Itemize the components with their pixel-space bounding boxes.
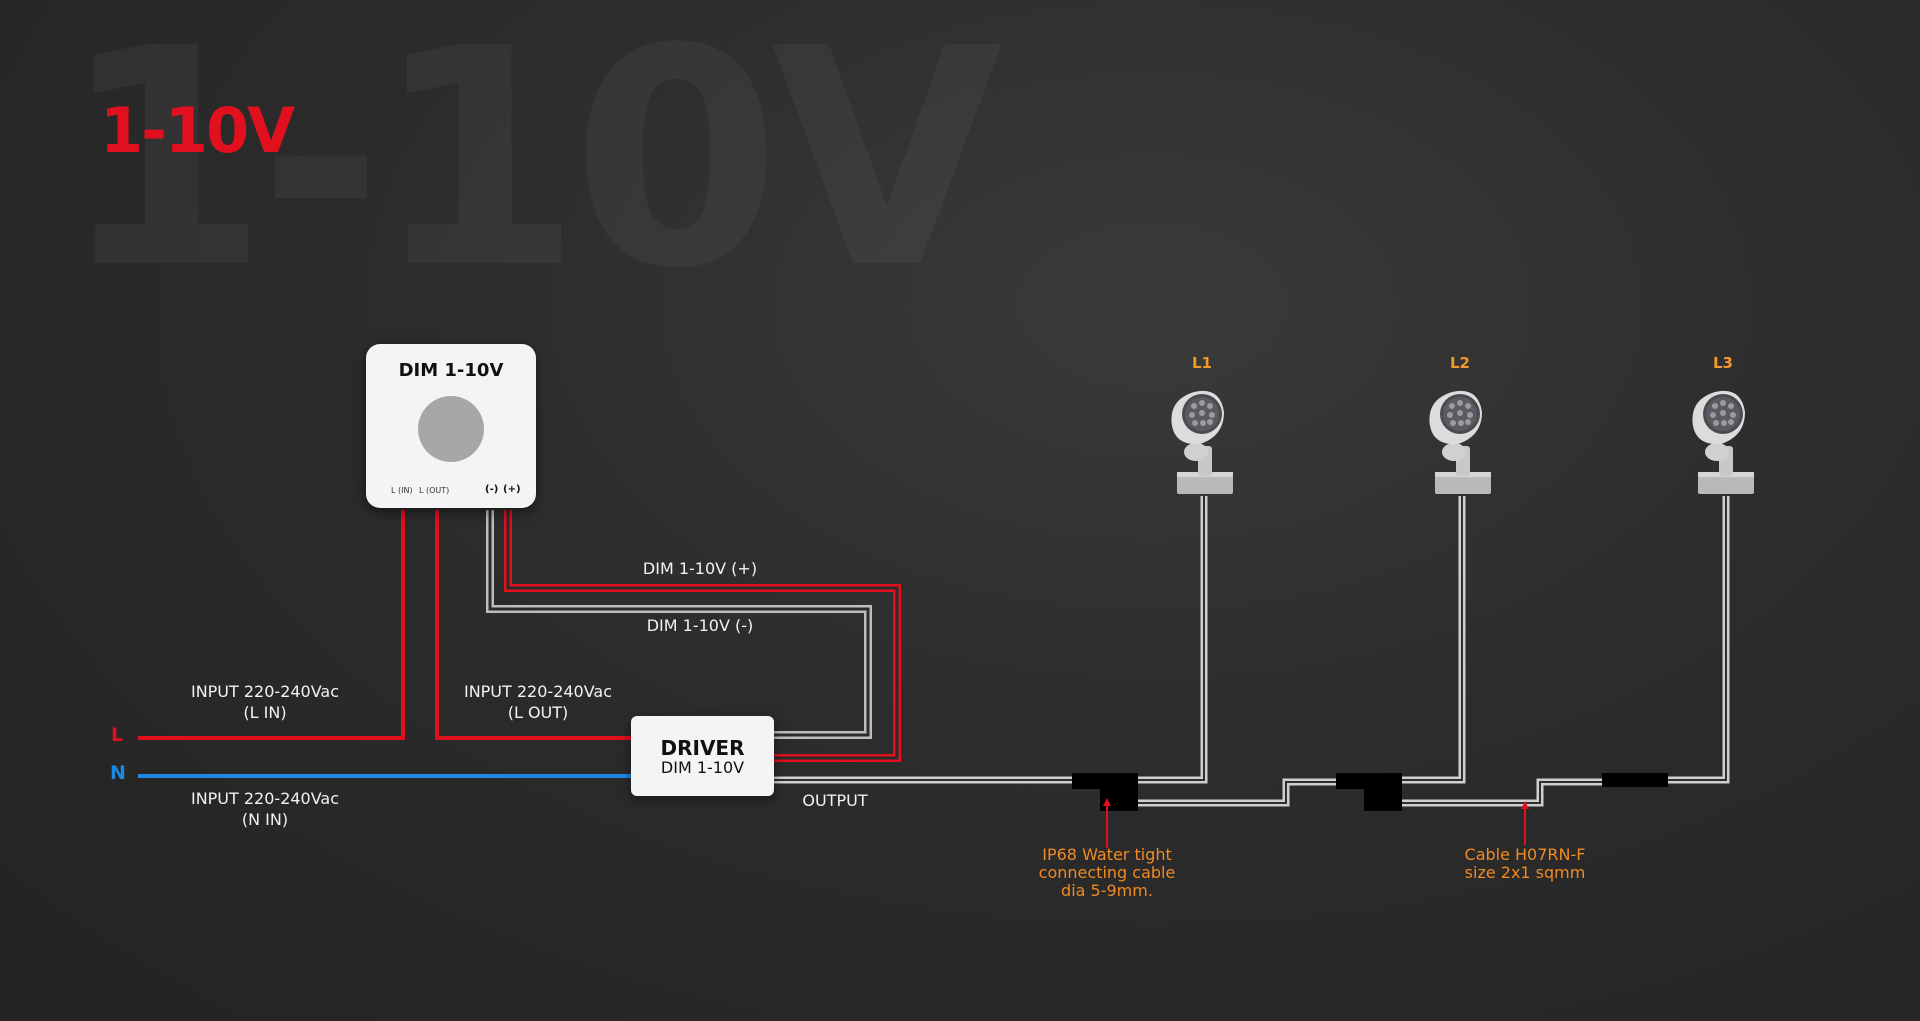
label-output: OUTPUT (802, 791, 868, 810)
dimmer-knob-icon (418, 396, 484, 462)
spotlight-icon (1692, 390, 1754, 494)
background-watermark: 1-10V (60, 10, 1003, 310)
label-input-n-in: INPUT 220-240Vac(N IN) (190, 789, 340, 829)
page-title: 1-10V (100, 94, 295, 167)
lamp-label-l3: L3 (1713, 354, 1733, 372)
label-dim-minus: DIM 1-10V (-) (646, 616, 754, 635)
lamp-label-l1: L1 (1192, 354, 1212, 372)
wire-dim-plus (504, 510, 901, 762)
t-connector-2 (1336, 773, 1402, 811)
end-connector (1602, 773, 1668, 787)
phase-l-label: L (111, 724, 124, 746)
wire-l-in (138, 510, 405, 740)
lamp-drop-cables (1138, 496, 1730, 784)
driver-title: DRIVER (660, 736, 745, 760)
label-input-l-out: INPUT 220-240Vac(L OUT) (463, 682, 613, 722)
terminal-l-in: L (IN) (391, 486, 413, 495)
label-input-l-in: INPUT 220-240Vac(L IN) (190, 682, 340, 722)
output-cable (774, 776, 1602, 807)
spotlight-icon (1429, 390, 1491, 494)
terminal-minus: (-) (485, 484, 499, 495)
terminal-plus: (+) (503, 484, 521, 495)
terminal-l-out: L (OUT) (419, 486, 450, 495)
driver-subtitle: DIM 1-10V (660, 758, 745, 777)
dimmer-title: DIM 1-10V (398, 360, 504, 381)
label-dim-plus: DIM 1-10V (+) (642, 559, 758, 578)
wire-l-out (435, 510, 631, 740)
lamp-label-l2: L2 (1450, 354, 1470, 372)
driver-device: DRIVER DIM 1-10V (631, 716, 774, 796)
wire-dim-minus (486, 510, 872, 739)
dimmer-device: DIM 1-10V L (IN) L (OUT) (-) (+) (366, 344, 536, 508)
phase-n-label: N (110, 762, 126, 784)
spotlight-icon (1171, 390, 1233, 494)
